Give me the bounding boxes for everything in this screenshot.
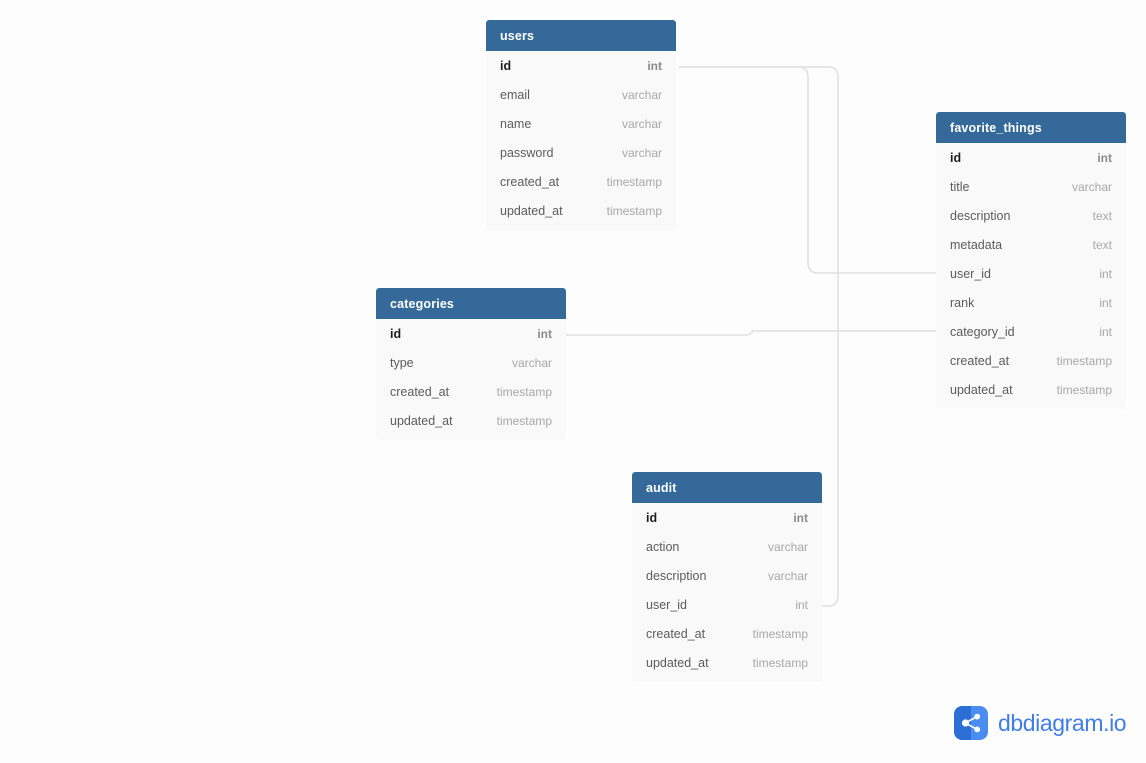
field-type: text — [1092, 237, 1112, 252]
field-row[interactable]: id int — [486, 51, 676, 80]
field-row[interactable]: updated_at timestamp — [376, 406, 566, 435]
field-name: created_at — [950, 353, 1010, 368]
field-row[interactable]: updated_at timestamp — [936, 375, 1126, 404]
field-name: updated_at — [500, 203, 563, 218]
field-type: varchar — [767, 539, 808, 554]
field-name: created_at — [500, 174, 560, 189]
field-row[interactable]: action varchar — [632, 532, 822, 561]
field-name: id — [390, 326, 402, 341]
field-type: timestamp — [1056, 382, 1112, 397]
field-type: timestamp — [606, 203, 662, 218]
field-type: varchar — [621, 87, 662, 102]
field-type: timestamp — [496, 413, 552, 428]
field-type: varchar — [511, 355, 552, 370]
field-name: created_at — [646, 626, 706, 641]
field-type: timestamp — [606, 174, 662, 189]
field-name: description — [950, 208, 1011, 223]
field-type: timestamp — [496, 384, 552, 399]
field-name: id — [500, 58, 512, 73]
field-row[interactable]: email varchar — [486, 80, 676, 109]
table-header-users[interactable]: users — [486, 20, 676, 51]
field-type: timestamp — [752, 655, 808, 670]
field-type: int — [1097, 150, 1112, 165]
field-row[interactable]: created_at timestamp — [376, 377, 566, 406]
field-row[interactable]: updated_at timestamp — [486, 196, 676, 225]
field-row[interactable]: category_id int — [936, 317, 1126, 346]
field-row[interactable]: created_at timestamp — [632, 619, 822, 648]
field-name: updated_at — [646, 655, 709, 670]
table-title: audit — [646, 480, 677, 495]
table-header-favorite_things[interactable]: favorite_things — [936, 112, 1126, 143]
field-name: name — [500, 116, 532, 131]
table-body-users: id int email varchar name varchar password varc… — [486, 51, 676, 230]
table-title: users — [500, 28, 535, 43]
field-type: varchar — [767, 568, 808, 583]
field-row[interactable]: type varchar — [376, 348, 566, 377]
field-type: timestamp — [1056, 353, 1112, 368]
field-name: rank — [950, 295, 975, 310]
field-type: text — [1092, 208, 1112, 223]
field-row[interactable]: created_at timestamp — [936, 346, 1126, 375]
field-name: password — [500, 145, 554, 160]
field-type: int — [1099, 295, 1112, 310]
field-type: varchar — [621, 145, 662, 160]
field-row[interactable]: updated_at timestamp — [632, 648, 822, 677]
relationship-categories-id--favorite_things-category_id[interactable] — [566, 330, 936, 336]
table-body-audit: id int action varchar description varchar user… — [632, 503, 822, 682]
field-type: int — [1099, 266, 1112, 281]
field-type: int — [647, 58, 662, 73]
field-name: user_id — [646, 597, 687, 612]
field-type: timestamp — [752, 626, 808, 641]
field-name: action — [646, 539, 680, 554]
field-type: int — [793, 510, 808, 525]
table-title: favorite_things — [950, 120, 1042, 135]
field-row[interactable]: created_at timestamp — [486, 167, 676, 196]
dbdiagram-watermark[interactable]: dbdiagram.io — [954, 706, 1127, 740]
field-row[interactable]: user_id int — [936, 259, 1126, 288]
field-row[interactable]: id int — [936, 143, 1126, 172]
field-row[interactable]: metadata text — [936, 230, 1126, 259]
field-name: title — [950, 179, 970, 194]
field-type: varchar — [621, 116, 662, 131]
table-header-audit[interactable]: audit — [632, 472, 822, 503]
field-row[interactable]: id int — [632, 503, 822, 532]
field-type: int — [1099, 324, 1112, 339]
field-row[interactable]: rank int — [936, 288, 1126, 317]
field-name: category_id — [950, 324, 1015, 339]
field-name: id — [646, 510, 658, 525]
field-row[interactable]: description text — [936, 201, 1126, 230]
field-row[interactable]: password varchar — [486, 138, 676, 167]
field-name: type — [390, 355, 414, 370]
field-row[interactable]: description varchar — [632, 561, 822, 590]
field-name: metadata — [950, 237, 1003, 252]
field-type: int — [537, 326, 552, 341]
table-header-categories[interactable]: categories — [376, 288, 566, 319]
field-type: int — [795, 597, 808, 612]
field-name: email — [500, 87, 530, 102]
field-name: updated_at — [390, 413, 453, 428]
field-name: id — [950, 150, 962, 165]
relationship-users-id--favorite_things-user_id[interactable] — [679, 66, 936, 274]
field-name: updated_at — [950, 382, 1013, 397]
table-audit[interactable]: audit id int action varchar description varcha… — [632, 472, 822, 682]
field-row[interactable]: title varchar — [936, 172, 1126, 201]
field-name: user_id — [950, 266, 991, 281]
dbdiagram-logo-text: dbdiagram.io — [998, 709, 1127, 736]
field-name: description — [646, 568, 707, 583]
table-title: categories — [390, 296, 455, 311]
field-row[interactable]: user_id int — [632, 590, 822, 619]
field-name: created_at — [390, 384, 450, 399]
field-row[interactable]: id int — [376, 319, 566, 348]
field-row[interactable]: name varchar — [486, 109, 676, 138]
share-nodes-icon — [954, 706, 988, 740]
field-type: varchar — [1071, 179, 1112, 194]
